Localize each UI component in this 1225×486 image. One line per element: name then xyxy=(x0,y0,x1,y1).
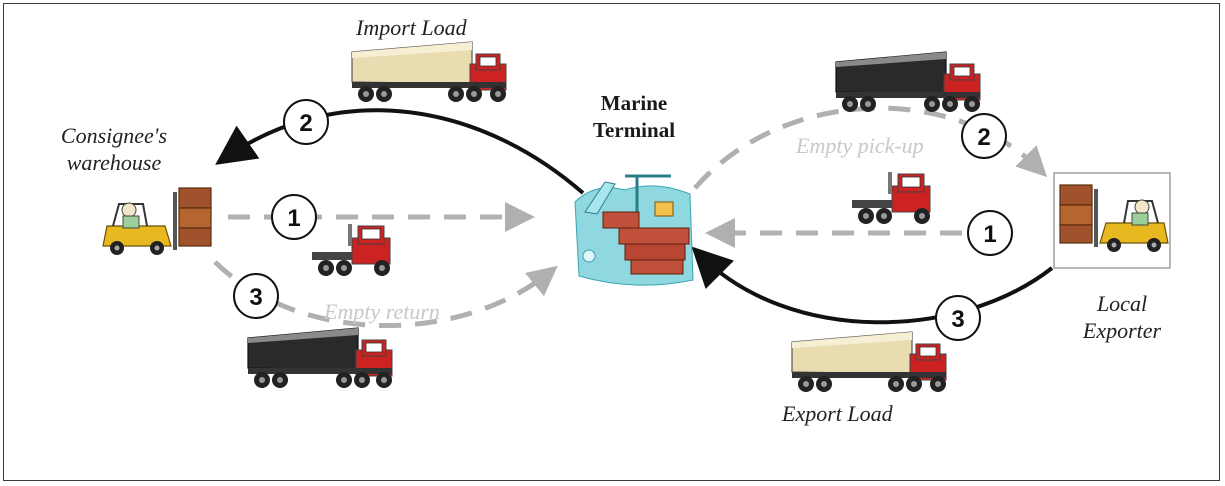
import-load-label: Import Load xyxy=(356,15,467,40)
forklift-icon xyxy=(102,187,212,256)
export-load-label: Export Load xyxy=(782,401,893,426)
truck-tractor-icon xyxy=(851,171,931,225)
truck-loaded-icon xyxy=(791,331,947,393)
consignee-warehouse-label: Consignee's warehouse xyxy=(48,122,180,176)
step-circle-right-3: 3 xyxy=(935,295,981,341)
step-circle-right-1: 1 xyxy=(967,210,1013,256)
step-number: 1 xyxy=(287,205,300,232)
step-number: 2 xyxy=(977,124,990,151)
step-circle-left-3: 3 xyxy=(233,273,279,319)
step-number: 3 xyxy=(249,284,262,311)
exporter-line-1: Local xyxy=(1096,291,1148,316)
step-circle-right-2: 2 xyxy=(961,113,1007,159)
exporter-line-2: Exporter xyxy=(1082,318,1162,343)
consignee-line-2: warehouse xyxy=(66,150,162,175)
step-circle-left-2: 2 xyxy=(283,99,329,145)
step-number: 2 xyxy=(299,110,312,137)
terminal-line-1: Marine xyxy=(600,91,668,115)
marine-terminal-label: Marine Terminal xyxy=(578,90,690,144)
truck-empty-container-icon xyxy=(835,51,981,113)
empty-pickup-label: Empty pick-up xyxy=(796,133,924,158)
import-load-arrow xyxy=(215,108,585,195)
step-number: 1 xyxy=(983,221,996,248)
diagram-frame xyxy=(3,3,1220,481)
consignee-line-1: Consignee's xyxy=(60,123,168,148)
step-circle-left-1: 1 xyxy=(271,194,317,240)
truck-loaded-icon xyxy=(351,41,507,103)
terminal-line-2: Terminal xyxy=(592,118,676,142)
empty-return-label: Empty return xyxy=(324,299,440,324)
local-exporter-label: Local Exporter xyxy=(1062,290,1182,344)
truck-tractor-icon xyxy=(311,223,391,277)
export-load-arrow xyxy=(691,246,1054,325)
port-crane-icon xyxy=(574,174,694,286)
step-number: 3 xyxy=(951,306,964,333)
truck-empty-container-icon xyxy=(247,327,393,389)
